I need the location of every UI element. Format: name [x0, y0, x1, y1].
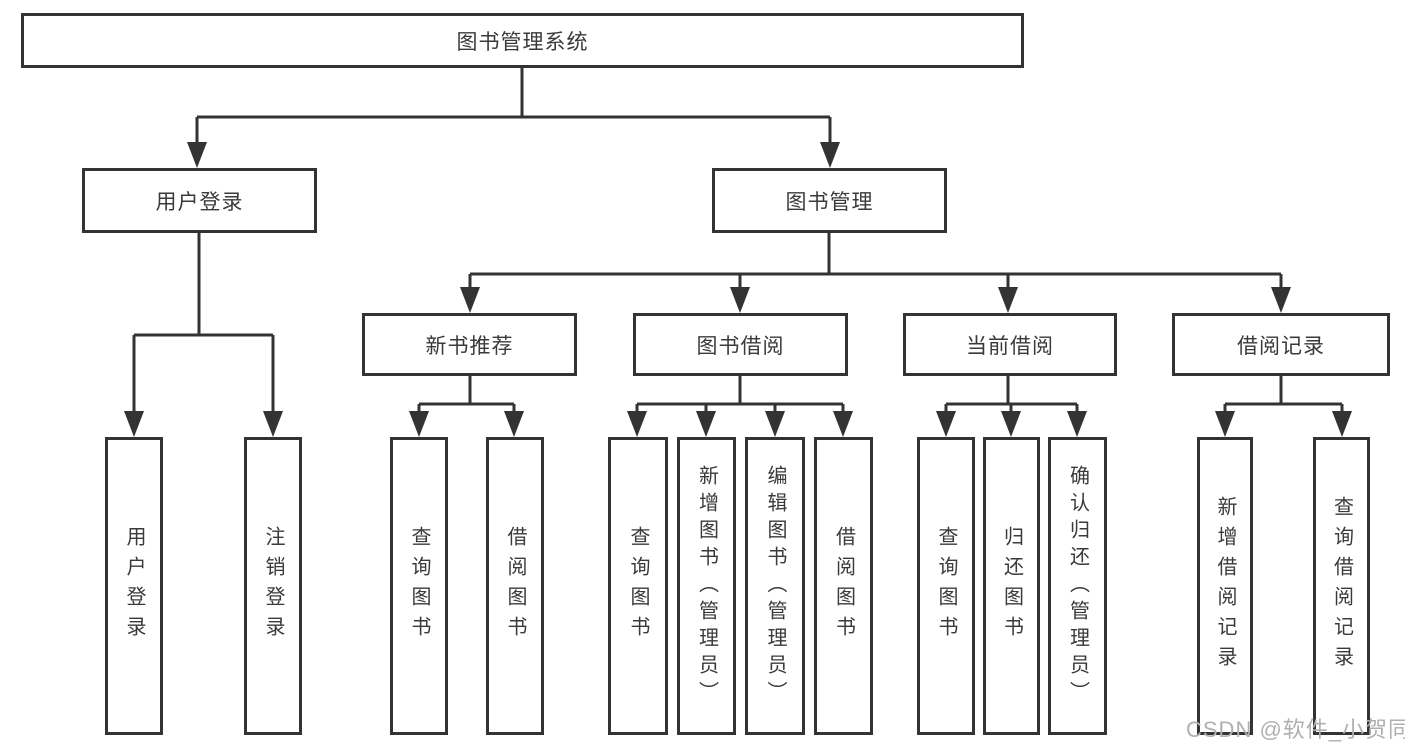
node-label: 查询图书	[408, 526, 430, 646]
node-leaf-query-books: 查询图书	[608, 437, 668, 735]
node-label: 编辑图书（管理员）	[764, 464, 786, 708]
node-leaf-return-books: 归还图书	[983, 437, 1040, 735]
node-label: 用户登录	[155, 190, 244, 214]
node-label: 查询图书	[935, 526, 957, 646]
node-leaf-edit-books-admin: 编辑图书（管理员）	[745, 437, 805, 735]
node-leaf-confirm-return-admin: 确认归还（管理员）	[1048, 437, 1107, 735]
node-current-borrowing: 当前借阅	[903, 313, 1117, 376]
node-label: 新增借阅记录	[1214, 496, 1236, 676]
csdn-watermark: CSDN @软件_小贺同学	[1186, 717, 1405, 742]
node-label: 归还图书	[1000, 526, 1023, 646]
tree-edges	[132, 68, 1344, 415]
node-user-login: 用户登录	[82, 168, 317, 233]
node-leaf-user-login: 用户登录	[105, 437, 163, 735]
node-label: 注销登录	[262, 526, 284, 646]
node-leaf-borrow-books: 借阅图书	[814, 437, 873, 735]
node-label: 图书管理系统	[456, 30, 589, 54]
node-label: 当前借阅	[966, 334, 1054, 358]
node-leaf-logout: 注销登录	[244, 437, 302, 735]
node-label: 用户登录	[123, 526, 145, 646]
node-leaf-query-borrow-record: 查询借阅记录	[1313, 437, 1370, 735]
node-label: 借阅记录	[1237, 334, 1325, 358]
node-borrow-records: 借阅记录	[1172, 313, 1390, 376]
node-label: 查询图书	[627, 526, 649, 646]
arrow-heads	[124, 142, 1352, 437]
node-label: 新书推荐	[425, 334, 514, 358]
node-new-book-recommend: 新书推荐	[362, 313, 577, 376]
node-root-system: 图书管理系统	[21, 13, 1024, 68]
node-label: 借阅图书	[504, 526, 526, 646]
node-book-borrowing: 图书借阅	[633, 313, 848, 376]
node-leaf-query-books: 查询图书	[917, 437, 975, 735]
node-book-management: 图书管理	[712, 168, 947, 233]
node-label: 图书借阅	[696, 334, 785, 358]
node-label: 图书管理	[785, 190, 874, 214]
node-label: 确认归还（管理员）	[1066, 464, 1089, 708]
node-leaf-borrow-books: 借阅图书	[486, 437, 544, 735]
node-leaf-add-books-admin: 新增图书（管理员）	[677, 437, 736, 735]
node-leaf-add-borrow-record: 新增借阅记录	[1197, 437, 1253, 735]
node-label: 查询借阅记录	[1330, 496, 1353, 676]
node-label: 借阅图书	[832, 526, 855, 646]
node-leaf-query-books: 查询图书	[390, 437, 448, 735]
node-label: 新增图书（管理员）	[695, 464, 718, 708]
